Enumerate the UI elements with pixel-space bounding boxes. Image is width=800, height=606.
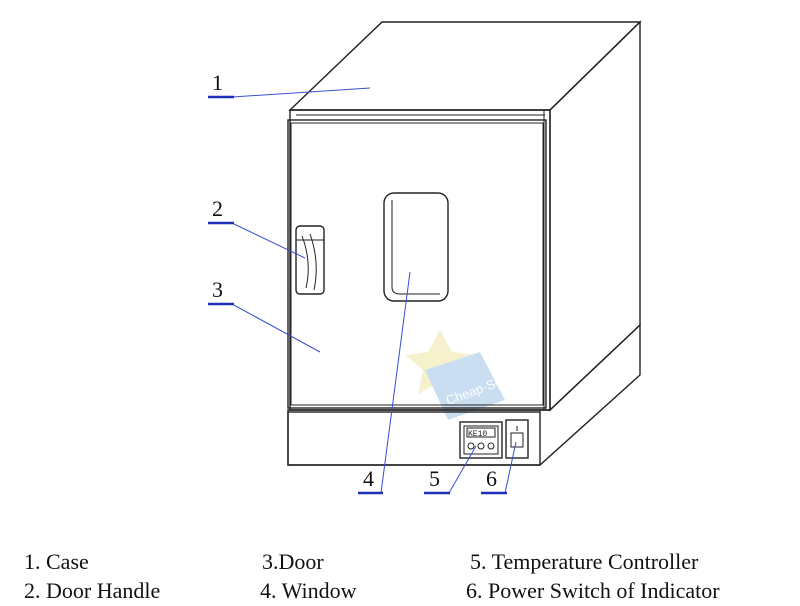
leader-2 [231, 222, 306, 259]
callout-2: 2 [212, 196, 223, 221]
leader-3 [231, 303, 321, 353]
watermark-box-icon [425, 352, 505, 420]
callout-4: 4 [363, 466, 374, 491]
callout-3: 3 [212, 277, 223, 302]
callout-6: 6 [486, 466, 497, 491]
legend-item-door: 3.Door [262, 549, 324, 574]
callout-5: 5 [429, 466, 440, 491]
power-switch [505, 419, 529, 459]
leader-4 [380, 271, 411, 494]
callout-1: 1 [212, 70, 223, 95]
legend-item-power-switch: 6. Power Switch of Indicator [466, 578, 720, 603]
leader-lines [208, 87, 517, 495]
case [288, 20, 642, 412]
window [383, 192, 449, 302]
legend-item-temperature-controller: 5. Temperature Controller [470, 549, 699, 574]
watermark-logo: Cheap-SG [405, 330, 507, 420]
temperature-controller: KE10 [459, 421, 503, 459]
leader-5 [448, 445, 477, 494]
door-handle [295, 225, 325, 295]
leader-1 [231, 87, 371, 98]
controller-display: KE10 [468, 430, 487, 439]
leader-6 [504, 441, 517, 494]
legend-item-window: 4. Window [260, 578, 357, 603]
base [287, 323, 641, 466]
door [287, 119, 547, 409]
legend-item-case: 1. Case [24, 549, 89, 574]
legend-item-door-handle: 2. Door Handle [24, 578, 161, 603]
